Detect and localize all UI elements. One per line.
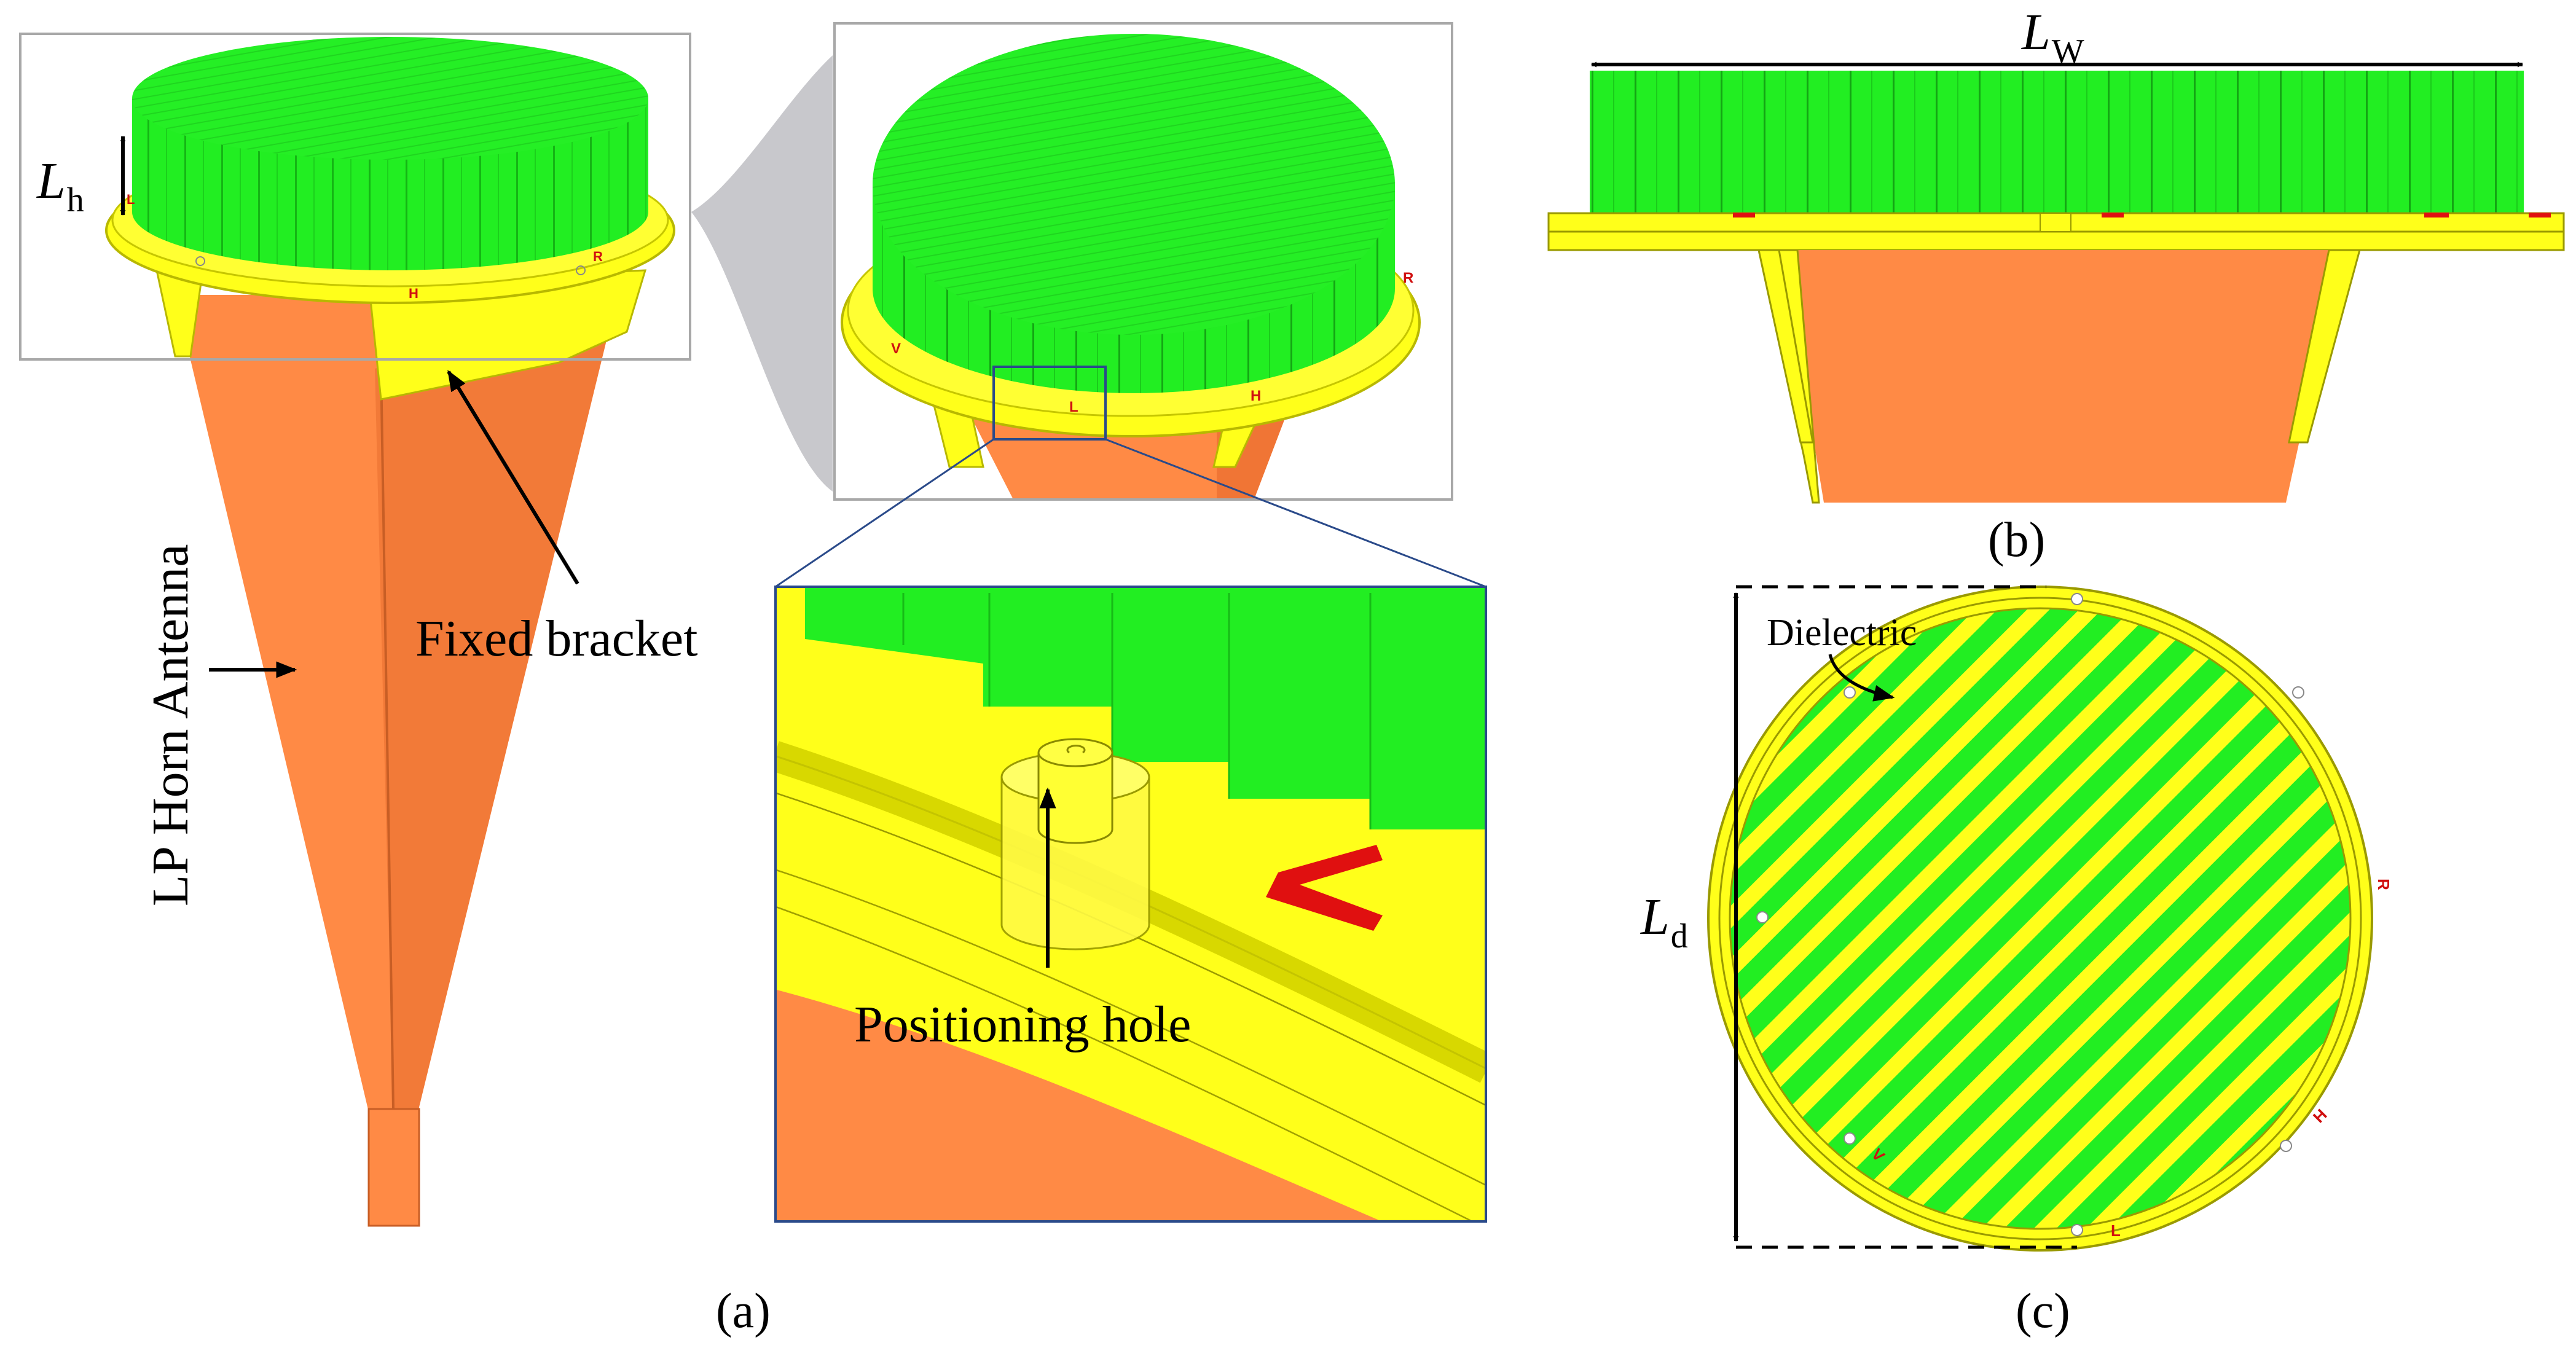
panel-label-b: (b)	[1988, 513, 2045, 567]
bracket-pointer	[447, 370, 579, 585]
oblique-frame	[833, 22, 1453, 501]
hole-label: Positioning hole	[854, 996, 1191, 1053]
lens-top	[132, 37, 648, 160]
mark-r: R	[2374, 879, 2393, 890]
svg-text:L: L	[127, 192, 135, 207]
side-lens	[1590, 71, 2524, 213]
lh-label: Lh	[36, 152, 84, 219]
side-view	[1547, 71, 2565, 504]
side-horn	[1782, 250, 2341, 503]
dielectric-stripes	[1730, 608, 2350, 1229]
ld-label: Ld	[1640, 888, 1688, 955]
oblique-view: R H L V	[841, 34, 1421, 501]
horn-label: LP Horn Antenna	[142, 544, 199, 906]
zoom-detail	[774, 587, 1487, 1223]
dielectric-pointer	[1828, 654, 1895, 702]
zoom-source-box	[992, 366, 1107, 441]
dielectric-label: Dielectric	[1767, 612, 1917, 654]
bracket-label: Fixed bracket	[415, 610, 698, 667]
panel-label-a: (a)	[716, 1284, 771, 1338]
svg-text:R: R	[593, 249, 603, 264]
horn-shade	[375, 295, 618, 1112]
mark-l: L	[2111, 1221, 2121, 1240]
callout-funnel	[691, 55, 833, 492]
svg-text:L: L	[1069, 399, 1078, 415]
lw-label: LW	[2021, 4, 2084, 71]
svg-text:V: V	[891, 340, 901, 357]
svg-text:R: R	[1403, 270, 1413, 286]
panel-label-c: (c)	[2016, 1284, 2070, 1338]
zoom-frame	[774, 586, 1487, 1223]
svg-text:H: H	[1251, 388, 1261, 404]
detail-frame	[19, 33, 691, 361]
v-mark	[1266, 845, 1383, 931]
top-view: R H L V	[1707, 586, 2393, 1252]
waveguide-feed	[367, 1108, 420, 1227]
positioning-hole	[1037, 738, 1113, 767]
horn-antenna-assembly: L R H	[105, 37, 675, 1227]
svg-text:H: H	[409, 286, 418, 301]
